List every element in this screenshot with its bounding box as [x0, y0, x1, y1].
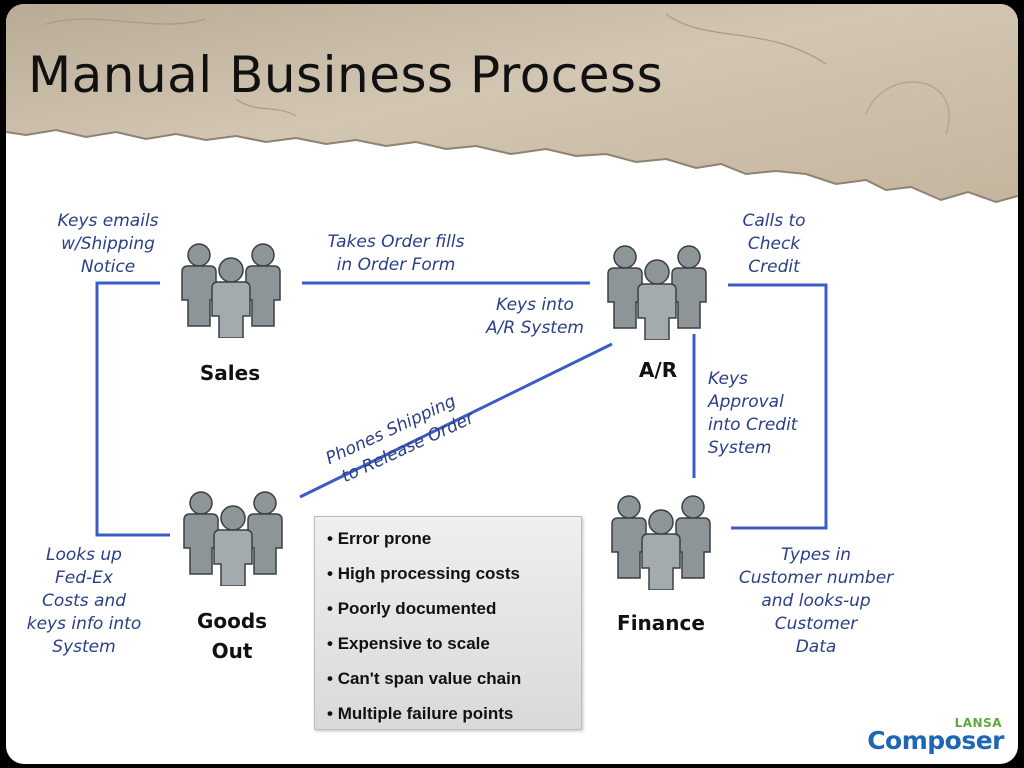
page-title: Manual Business Process [28, 46, 664, 104]
people-group-icon [181, 243, 281, 338]
issue-item: High processing costs [327, 562, 581, 597]
goods-out-group [183, 491, 283, 586]
issues-list: Error prone High processing costs Poorly… [315, 517, 581, 737]
role-goods-out-line1: Goods [196, 609, 268, 633]
people-group-icon [611, 495, 711, 590]
issue-item: Can't span value chain [327, 667, 581, 702]
connector-goods-out-ar [299, 342, 613, 499]
connector-sales-goods-out [95, 281, 170, 537]
people-group-icon [183, 491, 283, 586]
role-sales: Sales [199, 361, 261, 385]
header-paper-background [6, 4, 1018, 204]
brand-big-text: Composer [867, 726, 1004, 755]
finance-group [611, 495, 711, 590]
lansa-composer-logo: LANSA Composer [867, 716, 1008, 760]
role-ar: A/R [638, 358, 678, 382]
brand-small-text: LANSA [954, 716, 1002, 730]
ar-group [607, 245, 707, 340]
role-goods-out-line2: Out [211, 639, 253, 663]
people-group-icon [607, 245, 707, 340]
sales-group [181, 243, 281, 338]
connector-ar-finance-outer [728, 283, 828, 530]
issue-item: Multiple failure points [327, 702, 581, 737]
role-finance: Finance [617, 611, 705, 635]
issue-item: Error prone [327, 527, 581, 562]
issues-list-panel: Error prone High processing costs Poorly… [314, 516, 582, 730]
issue-item: Poorly documented [327, 597, 581, 632]
issue-item: Expensive to scale [327, 632, 581, 667]
